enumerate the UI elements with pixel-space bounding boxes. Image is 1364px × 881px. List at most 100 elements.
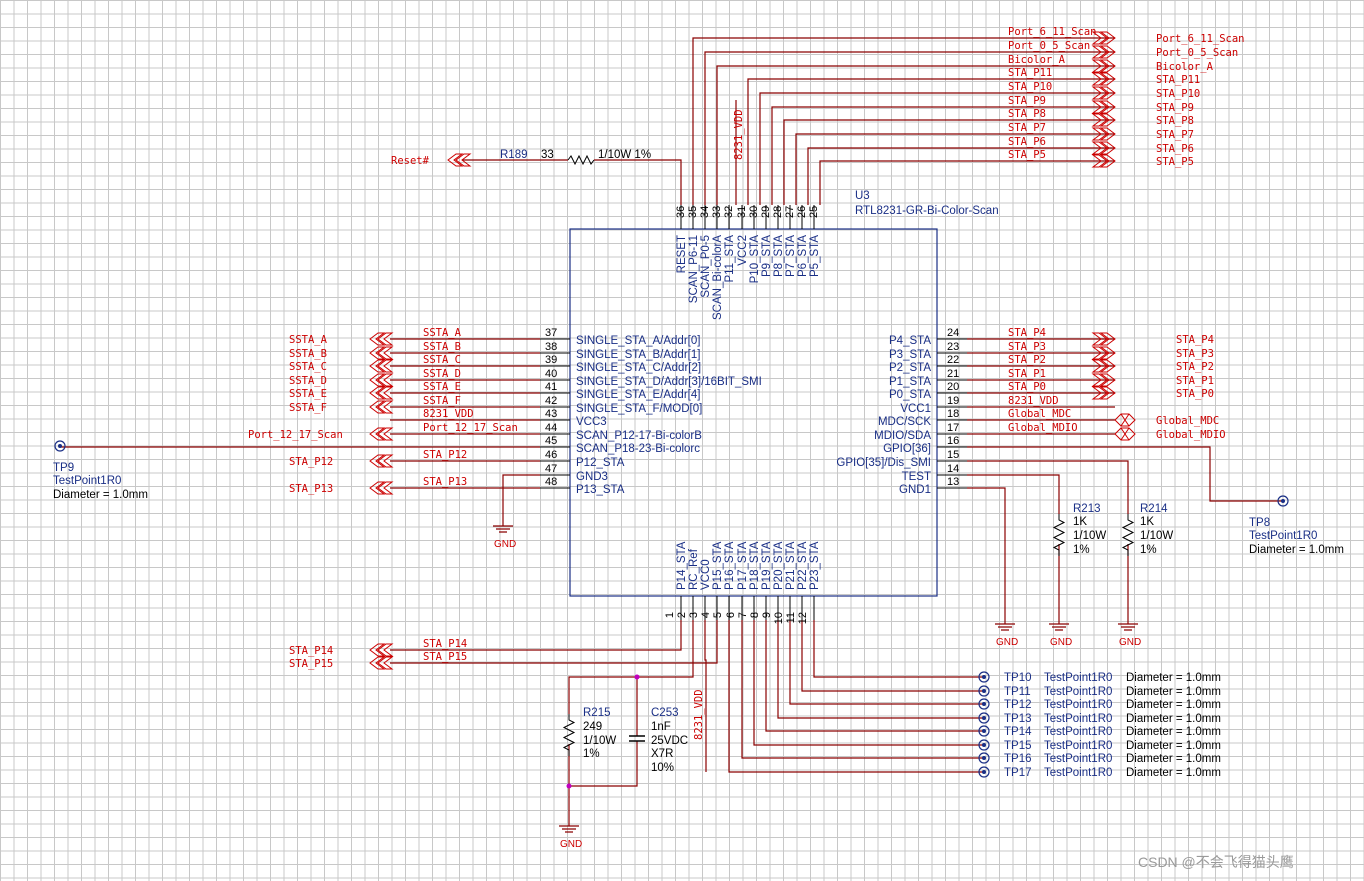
port-arrow-icon[interactable] bbox=[1091, 100, 1116, 114]
tp-wire[interactable] bbox=[765, 620, 984, 732]
left-net-label: 8231_VDD bbox=[423, 408, 474, 420]
port-box-icon[interactable] bbox=[1114, 413, 1136, 427]
rc-gnd-wire[interactable] bbox=[568, 744, 638, 787]
tp-circle[interactable] bbox=[978, 685, 990, 697]
port-arrow-icon[interactable] bbox=[1091, 45, 1116, 59]
r214-value: 1K bbox=[1140, 516, 1154, 528]
right-pin-name: P1_STA bbox=[889, 376, 931, 388]
right-pin-number: 17 bbox=[947, 422, 959, 434]
resistor-r214[interactable] bbox=[1121, 514, 1135, 556]
reset-wire-right[interactable] bbox=[594, 159, 682, 205]
tp-ref: TP11 bbox=[1004, 686, 1031, 698]
right-pin-name: P3_STA bbox=[889, 349, 931, 361]
net-wire-Bicolor_A[interactable] bbox=[716, 65, 1115, 205]
vcc0-wire[interactable] bbox=[704, 620, 707, 772]
port-arrow-icon[interactable] bbox=[1091, 373, 1116, 387]
tp9-part: TestPoint1R0 bbox=[53, 475, 121, 487]
tp-wire[interactable] bbox=[777, 620, 984, 719]
port-arrow-icon[interactable] bbox=[1091, 386, 1116, 400]
port-box-icon[interactable] bbox=[1114, 427, 1136, 441]
left-port-label: SSTA_D bbox=[289, 375, 327, 387]
port-arrow-icon[interactable] bbox=[1091, 59, 1116, 73]
port-arrow-icon[interactable] bbox=[369, 332, 394, 346]
left-pin-number: 46 bbox=[545, 449, 557, 461]
tp-circle[interactable] bbox=[978, 712, 990, 724]
gnd3-wire[interactable] bbox=[502, 474, 540, 514]
resistor-r189[interactable] bbox=[567, 154, 595, 166]
port-arrow-icon[interactable] bbox=[369, 400, 394, 414]
tp-circle-dot bbox=[982, 770, 986, 774]
port-arrow-icon[interactable] bbox=[369, 454, 394, 468]
r213-wire[interactable] bbox=[967, 474, 1060, 514]
net-wire-STA_P9[interactable] bbox=[771, 106, 1115, 205]
gnd-symbol-icon bbox=[1049, 612, 1069, 631]
net-label: STA_P5 bbox=[1008, 149, 1046, 161]
port-arrow-icon[interactable] bbox=[369, 643, 394, 657]
tp-wire[interactable] bbox=[813, 620, 984, 678]
port-arrow-icon[interactable] bbox=[369, 656, 394, 670]
port-arrow-icon[interactable] bbox=[369, 481, 394, 495]
port-arrow-icon[interactable] bbox=[1091, 31, 1116, 45]
capacitor-c253[interactable] bbox=[629, 735, 645, 742]
right-port-label: STA_P2 bbox=[1176, 361, 1214, 373]
tp-circle[interactable] bbox=[978, 671, 990, 683]
net-wire-STA_P7[interactable] bbox=[795, 133, 1115, 205]
net-wire-Port_6_11_Scan[interactable] bbox=[692, 37, 1115, 205]
net-wire-STA_P10[interactable] bbox=[759, 92, 1115, 205]
tp-part: TestPoint1R0 bbox=[1044, 699, 1112, 711]
tp8-wire[interactable] bbox=[967, 446, 1283, 502]
resistor-r215[interactable] bbox=[562, 714, 576, 756]
tp-circle[interactable] bbox=[978, 752, 990, 764]
bottom-pin-number: 1 bbox=[664, 612, 676, 618]
tp-wire[interactable] bbox=[801, 620, 984, 692]
port-arrow-icon[interactable] bbox=[1091, 72, 1116, 86]
port-arrow-icon[interactable] bbox=[1091, 113, 1116, 127]
tp-circle[interactable] bbox=[978, 739, 990, 751]
left-port-label: STA_P13 bbox=[289, 483, 333, 495]
tp8-circle[interactable] bbox=[1277, 495, 1289, 507]
port-arrow-icon[interactable] bbox=[369, 373, 394, 387]
rcref-wire[interactable] bbox=[568, 620, 694, 714]
port-arrow-icon[interactable] bbox=[1091, 154, 1116, 168]
right-pin-number: 18 bbox=[947, 408, 959, 420]
port-arrow-icon[interactable] bbox=[369, 427, 394, 441]
port-arrow-icon[interactable] bbox=[1091, 346, 1116, 360]
port-arrow-icon[interactable] bbox=[1091, 332, 1116, 346]
right-net-label: STA_P1 bbox=[1008, 368, 1046, 380]
top-pin-number: 27 bbox=[784, 206, 796, 218]
tp-circle[interactable] bbox=[978, 725, 990, 737]
gnd-label: GND bbox=[1119, 637, 1141, 648]
left-port-label: SSTA_C bbox=[289, 361, 327, 373]
tp-wire[interactable] bbox=[728, 620, 984, 773]
resistor-r213[interactable] bbox=[1052, 514, 1066, 556]
p15-wire[interactable] bbox=[390, 620, 718, 664]
r214-wire[interactable] bbox=[967, 460, 1129, 514]
right-pin-number: 23 bbox=[947, 341, 959, 353]
port-arrow-icon[interactable] bbox=[369, 386, 394, 400]
gnd1-wire[interactable] bbox=[967, 487, 1006, 612]
tp-circle[interactable] bbox=[978, 698, 990, 710]
right-port-label: STA_P0 bbox=[1176, 388, 1214, 400]
port-arrow-icon[interactable] bbox=[369, 359, 394, 373]
tp9-circle[interactable] bbox=[54, 440, 66, 452]
net-wire-Port_0_5_Scan[interactable] bbox=[704, 51, 1115, 205]
net-wire-STA_P5[interactable] bbox=[819, 160, 1115, 205]
port-arrow-icon[interactable] bbox=[369, 346, 394, 360]
net-label: STA_P8 bbox=[1008, 108, 1046, 120]
tp-wire[interactable] bbox=[789, 620, 984, 705]
net-wire-STA_P6[interactable] bbox=[807, 147, 1115, 205]
port-arrow-icon[interactable] bbox=[1091, 141, 1116, 155]
port-arrow-icon[interactable] bbox=[1091, 86, 1116, 100]
top-pin-name: SCAN_P0-5 bbox=[700, 235, 712, 298]
tp-wire[interactable] bbox=[753, 620, 984, 746]
net-wire-STA_P11[interactable] bbox=[747, 78, 1115, 205]
tp-circle[interactable] bbox=[978, 766, 990, 778]
left-pin-number: 43 bbox=[545, 408, 557, 420]
reset-port-icon[interactable] bbox=[447, 153, 472, 167]
port-arrow-icon[interactable] bbox=[1091, 127, 1116, 141]
port-arrow-icon[interactable] bbox=[1091, 359, 1116, 373]
top-pin-number: 31 bbox=[736, 206, 748, 218]
net-wire-STA_P8[interactable] bbox=[783, 119, 1115, 205]
p14-wire[interactable] bbox=[390, 620, 682, 651]
tp-wire[interactable] bbox=[741, 620, 984, 759]
